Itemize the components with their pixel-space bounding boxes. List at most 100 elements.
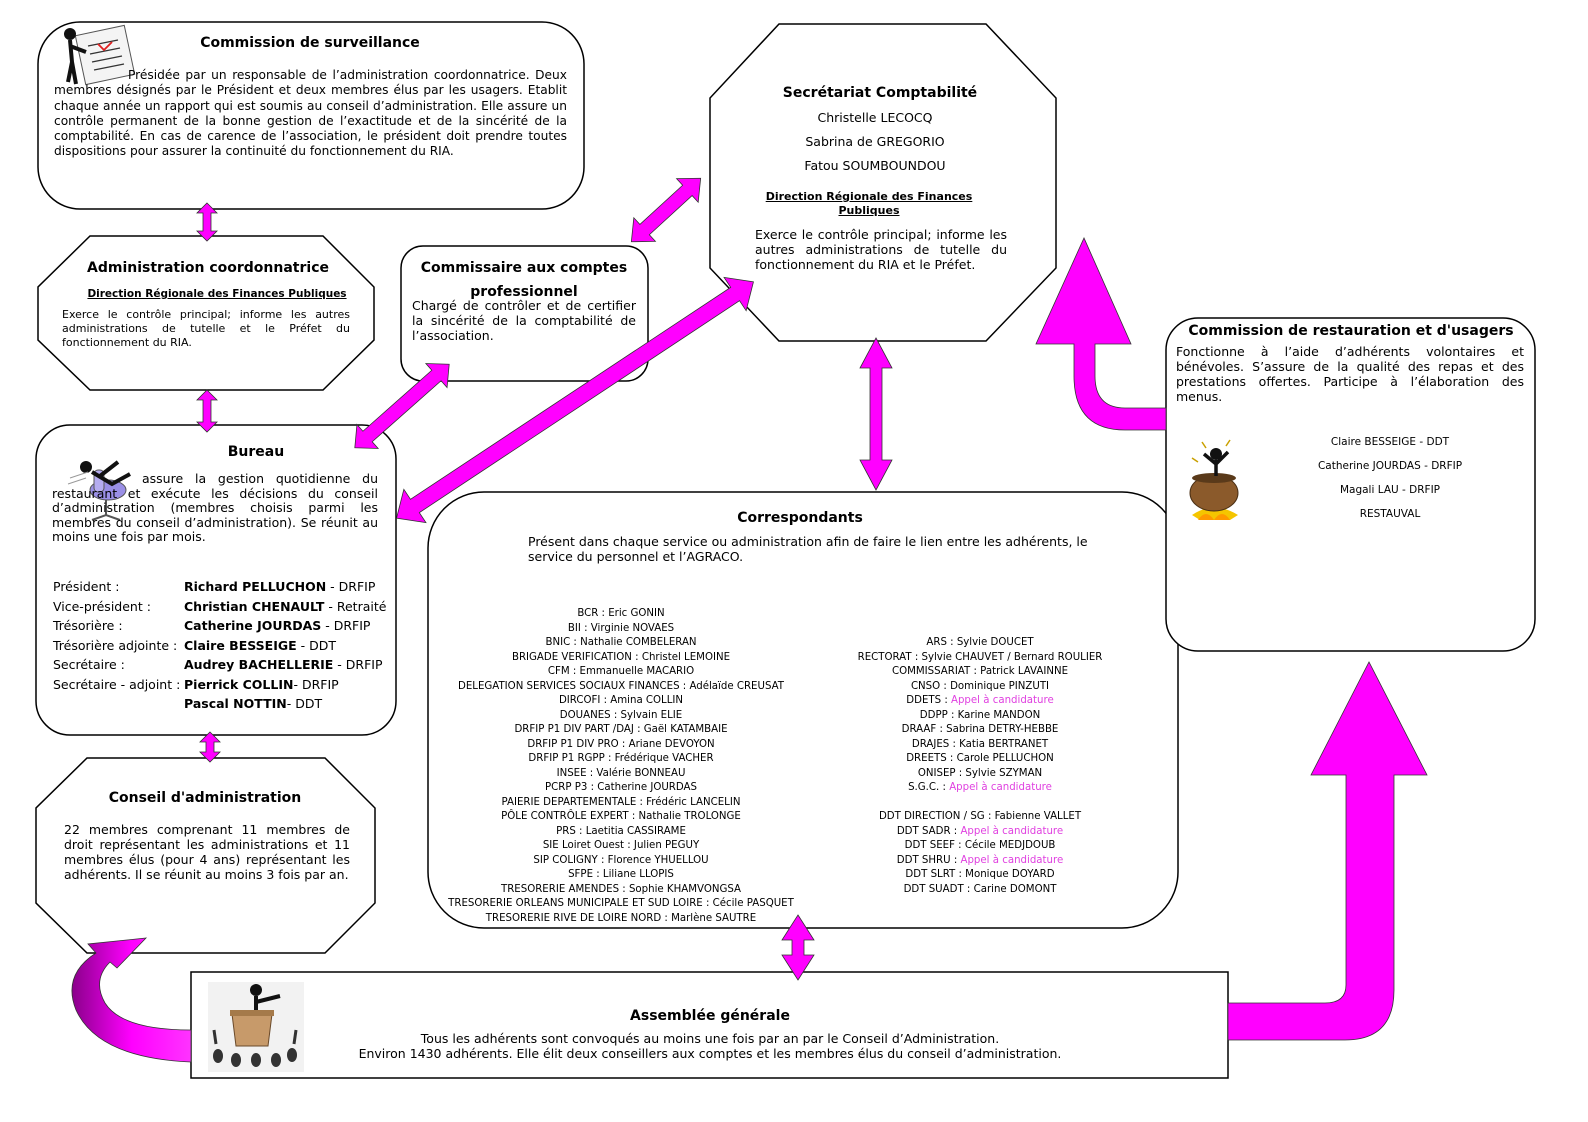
correspondant-entry: DDETS : Appel à candidature bbox=[906, 695, 1054, 706]
correspondant-entry bbox=[820, 796, 1140, 811]
office-chair-figure-icon bbox=[67, 460, 131, 521]
correspondant-entry: DDT SADR : Appel à candidature bbox=[896, 825, 1064, 837]
restauration-title: Commission de restauration et d'usagers bbox=[1188, 323, 1514, 339]
bureau-member-row: Richard PELLUCHON - DRFIP bbox=[184, 577, 375, 597]
member-role: Trésorière : bbox=[53, 618, 123, 633]
double-arrow-bureau-conseil bbox=[199, 731, 221, 763]
bureau-member-row: Christian CHENAULT - Retraité bbox=[184, 597, 386, 617]
member-role: Secrétaire - adjoint : bbox=[53, 676, 181, 692]
correspondant-entry: DDT SEEF : Cécile MEDJDOUB bbox=[904, 840, 1056, 851]
correspondant-entry: PRS : Laetitia CASSIRAME bbox=[556, 825, 686, 837]
commissaire-text: Chargé de contrôler et de certifier la s… bbox=[412, 298, 636, 343]
arrow-assemblee-to-conseil bbox=[71, 937, 192, 1063]
member-name: Catherine JOURDAS bbox=[184, 618, 322, 633]
double-arrow-commissaire-secretariat bbox=[630, 177, 702, 243]
member-org: - DRFIP bbox=[326, 579, 376, 594]
correspondant-entry: PCRP P3 : Catherine JOURDAS bbox=[545, 782, 697, 793]
correspondant-entry: SFPE : Liliane LLOPIS bbox=[568, 869, 674, 880]
secretariat-title: Secrétariat Comptabilité bbox=[782, 85, 978, 101]
correspondant-entry: DDT SHRU : Appel à candidature bbox=[896, 854, 1064, 866]
administration-title: Administration coordonnatrice bbox=[87, 260, 329, 276]
bureau-member-row: Catherine JOURDAS - DRFIP bbox=[184, 616, 370, 636]
secretariat-names: Christelle LECOCQ Sabrina de GREGORIO Fa… bbox=[760, 106, 990, 178]
member-role: Président : bbox=[53, 579, 120, 594]
administration-text: Exerce le contrôle principal; informe le… bbox=[62, 308, 350, 349]
member-org: - DRFIP bbox=[293, 676, 339, 692]
correspondant-entry: DDT SUADT : Carine DOMONT bbox=[903, 883, 1057, 895]
correspondant-entry: DDPP : Karine MANDON bbox=[919, 709, 1041, 721]
double-arrow-secretariat-bureau bbox=[396, 276, 754, 524]
secretariat-name: Fatou SOUMBOUNDOU bbox=[804, 158, 946, 173]
double-arrow-administration-bureau bbox=[196, 389, 218, 433]
correspondant-entry: DRAAF : Sabrina DETRY-HEBBE bbox=[901, 724, 1059, 735]
correspondants-title: Correspondants bbox=[737, 510, 863, 526]
member-name: Pascal NOTTIN bbox=[184, 696, 287, 711]
correspondant-entry: COMMISSARIAT : Patrick LAVAINNE bbox=[891, 666, 1069, 677]
member-name: Richard PELLUCHON bbox=[184, 579, 327, 594]
assemblee-box bbox=[190, 971, 1229, 1079]
bureau-member-row: Secrétaire - adjoint : bbox=[53, 675, 180, 695]
correspondant-entry: ARS : Sylvie DOUCET bbox=[926, 637, 1034, 648]
member-org: - DDT bbox=[296, 637, 337, 653]
correspondant-entry: CNSO : Dominique PINZUTI bbox=[910, 680, 1050, 692]
speaker-podium-figure-icon bbox=[208, 982, 304, 1072]
correspondant-entry: DIRCOFI : Amina COLLIN bbox=[558, 695, 684, 706]
member-name: Audrey BACHELLERIE bbox=[184, 657, 334, 672]
correspondant-entry: DREETS : Carole PELLUCHON bbox=[906, 753, 1054, 764]
correspondant-entry: CFM : Emmanuelle MACARIO bbox=[547, 666, 695, 677]
correspondants-right-list: ARS : Sylvie DOUCET RECTORAT : Sylvie CHA… bbox=[820, 636, 1140, 897]
restauration-box bbox=[1165, 317, 1536, 652]
restauration-member: Magali LAU - DRFIP bbox=[1339, 484, 1441, 496]
double-arrow-surveillance-administration bbox=[196, 202, 218, 242]
correspondant-entry: RECTORAT : Sylvie CHAUVET / Bernard ROUL… bbox=[857, 651, 1103, 663]
restauration-member: RESTAUVAL bbox=[1359, 508, 1421, 520]
correspondant-entry: TRESORERIE ORLEANS MUNICIPALE ET SUD LOI… bbox=[448, 898, 794, 909]
correspondant-entry: DRFIP P1 DIV PART /DAJ : Gaël KATAMBAIE bbox=[514, 724, 728, 735]
correspondant-entry: SIE Loiret Ouest : Julien PEGUY bbox=[542, 840, 700, 851]
correspondants-left-list: BCR : Eric GONIN BII : Virginie NOVAES BNI… bbox=[440, 607, 802, 926]
correspondant-entry: PÔLE CONTRÔLE EXPERT : Nathalie TROLONGE bbox=[501, 811, 741, 822]
administration-box bbox=[37, 235, 375, 391]
double-arrow-correspondants-assemblee bbox=[781, 914, 815, 981]
member-org: - DDT bbox=[286, 696, 323, 711]
secretariat-text: Exerce le contrôle principal; informe le… bbox=[755, 227, 1007, 272]
commissaire-title: Commissaire aux comptes professionnel bbox=[420, 260, 628, 300]
appeal-label: Appel à candidature bbox=[960, 854, 1064, 866]
member-name: Pierrick COLLIN bbox=[184, 676, 294, 692]
correspondant-entry: TRESORERIE RIVE DE LOIRE NORD : Marlène … bbox=[485, 912, 757, 924]
double-arrow-commissaire-bureau bbox=[354, 363, 450, 449]
member-org: - DRFIP bbox=[321, 618, 371, 633]
correspondant-entry: BNIC : Nathalie COMBELERAN bbox=[545, 637, 697, 648]
commissaire-box bbox=[400, 245, 649, 382]
bureau-member-row: Audrey BACHELLERIE - DRFIP bbox=[184, 655, 383, 675]
conseil-box bbox=[35, 757, 376, 954]
arrow-restauration-to-secretariat bbox=[1035, 237, 1167, 431]
secretariat-name: Christelle LECOCQ bbox=[817, 110, 933, 125]
double-arrow-secretariat-correspondants bbox=[859, 337, 893, 491]
restauration-members: Claire BESSEIGE - DDT Catherine JOURDAS … bbox=[1290, 430, 1490, 526]
correspondant-entry: TRESORERIE AMENDES : Sophie KHAMVONGSA bbox=[501, 883, 741, 895]
member-name: Christian CHENAULT bbox=[184, 598, 325, 614]
bureau-member-row: Vice-président : bbox=[53, 597, 151, 617]
correspondant-entry: SIP COLIGNY : Florence YHUELLOU bbox=[533, 854, 709, 866]
correspondant-entry: DOUANES : Sylvain ELIE bbox=[559, 709, 683, 721]
bureau-member-row: Secrétaire : bbox=[53, 655, 125, 675]
bureau-member-row: Trésorière : bbox=[53, 616, 123, 636]
correspondant-entry: INSEE : Valérie BONNEAU bbox=[556, 767, 686, 779]
bureau-member-row: Président : bbox=[53, 577, 120, 597]
correspondant-entry: BII : Virginie NOVAES bbox=[567, 622, 675, 634]
correspondant-entry: S.G.C. : Appel à candidature bbox=[908, 782, 1052, 793]
conseil-title: Conseil d'administration bbox=[108, 790, 302, 806]
member-role: Vice-président : bbox=[53, 598, 151, 614]
surveillance-text: Présidée par un responsable de l’adminis… bbox=[54, 68, 567, 159]
assemblee-line2: Environ 1430 adhérents. Elle élit deux c… bbox=[358, 1046, 1062, 1061]
bureau-member-row: Pascal NOTTIN- DDT bbox=[184, 694, 322, 714]
restauration-text: Fonctionne à l’aide d’adhérents volontai… bbox=[1176, 344, 1524, 404]
correspondant-entry: DRFIP P1 DIV PRO : Ariane DEVOYON bbox=[527, 738, 715, 750]
bureau-member-row: Pierrick COLLIN- DRFIP bbox=[184, 675, 339, 695]
restauration-member: Catherine JOURDAS - DRFIP bbox=[1317, 460, 1463, 472]
correspondant-entry: BCR : Eric GONIN bbox=[577, 608, 665, 619]
correspondant-entry: ONISEP : Sylvie SZYMAN bbox=[917, 767, 1043, 779]
appeal-label: Appel à candidature bbox=[960, 825, 1064, 837]
